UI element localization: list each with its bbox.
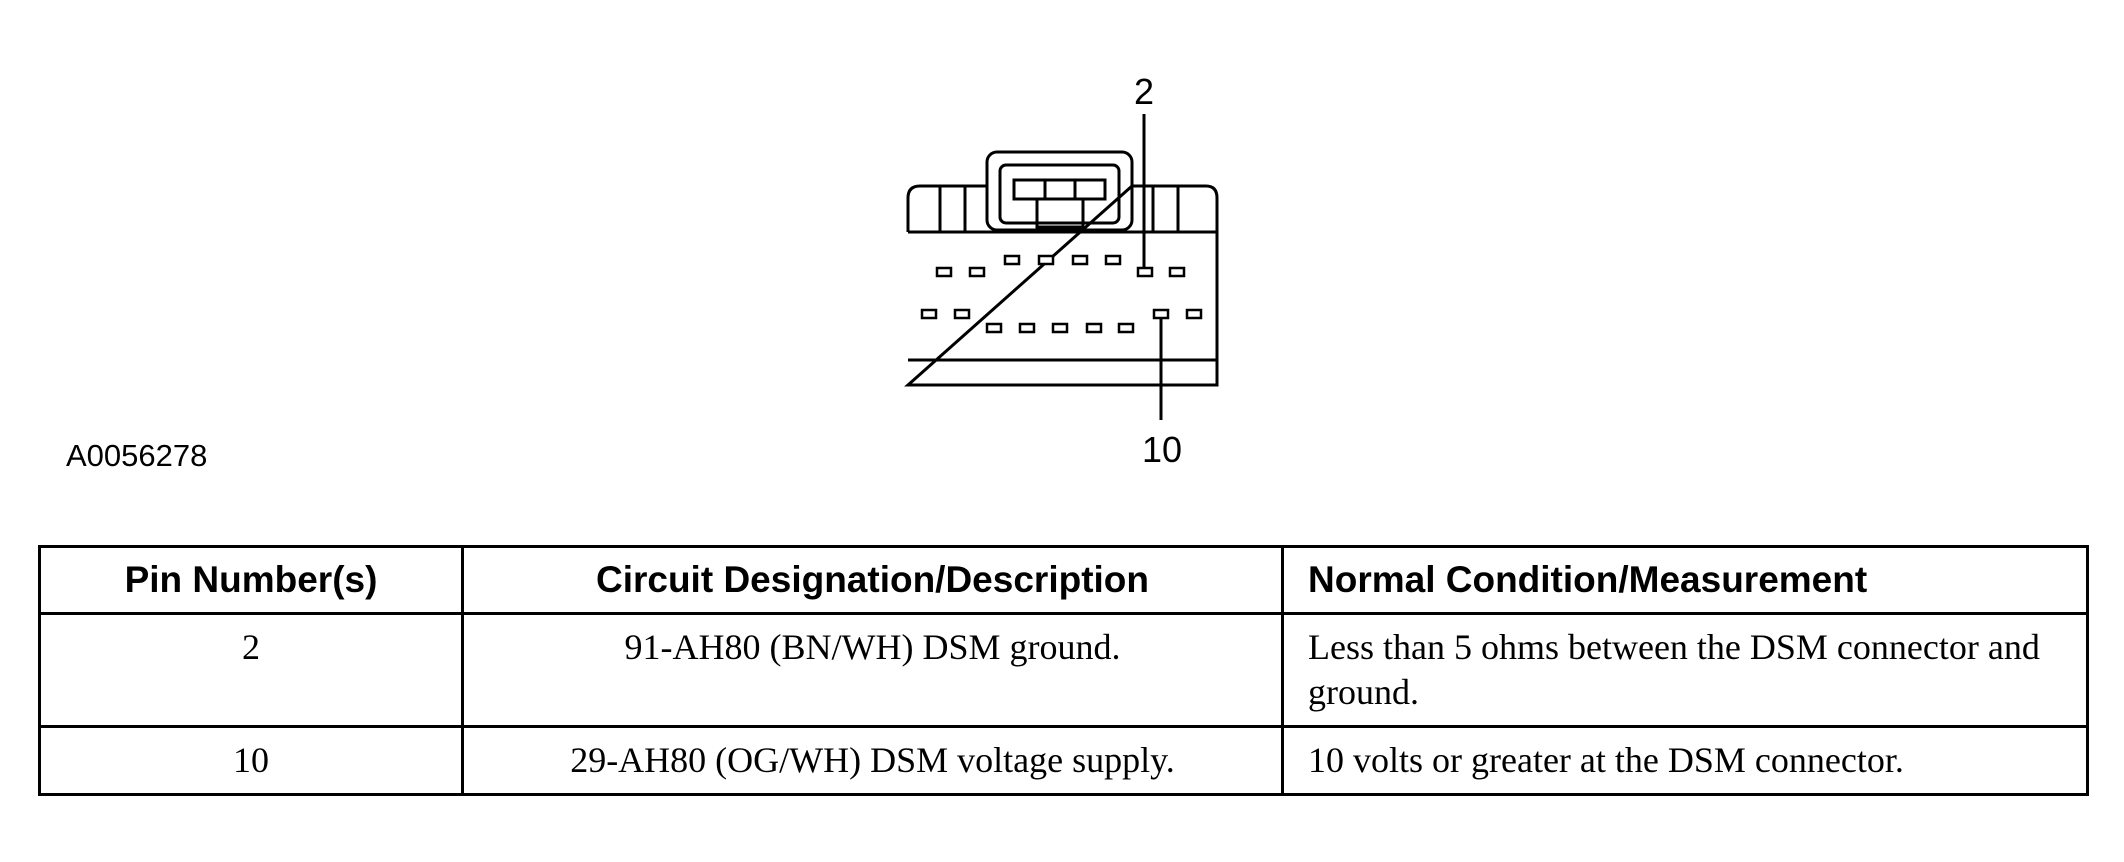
cell-condition: Less than 5 ohms between the DSM connect… [1281, 612, 2089, 728]
figure-id: A0056278 [66, 438, 208, 473]
latch-inner [998, 163, 1121, 225]
cell-condition: 10 volts or greater at the DSM connector… [1281, 725, 2089, 796]
pin-cavity [1104, 254, 1122, 266]
latch-tab [1035, 197, 1085, 229]
header-pin-numbers: Pin Number(s) [38, 545, 464, 615]
pin-cavity [1051, 322, 1069, 334]
callout-pin-10: 10 [1142, 429, 1182, 470]
table-header-row: Pin Number(s) Circuit Designation/Descri… [38, 545, 2089, 615]
pin-cavity [1085, 322, 1103, 334]
pin-cavity [985, 322, 1003, 334]
pin-cavity [920, 308, 938, 320]
callout-pin-2: 2 [1134, 71, 1154, 112]
table-row: 2 91-AH80 (BN/WH) DSM ground. Less than … [38, 612, 2089, 728]
pin-cavity [953, 308, 971, 320]
pin-cavity [1018, 322, 1036, 334]
cell-pin: 2 [38, 612, 464, 728]
pin-cavity [968, 266, 986, 278]
pin-cavity [1003, 254, 1021, 266]
pin-cavity [1185, 308, 1203, 320]
cell-pin: 10 [38, 725, 464, 796]
pin-spec-table: Pin Number(s) Circuit Designation/Descri… [38, 545, 2089, 796]
pin-cavity [1168, 266, 1186, 278]
pin-cavity [1071, 254, 1089, 266]
pin-cavities [920, 254, 1203, 334]
pin-cavity-2 [1136, 266, 1154, 278]
cell-circuit: 91-AH80 (BN/WH) DSM ground. [461, 612, 1284, 728]
table-row: 10 29-AH80 (OG/WH) DSM voltage supply. 1… [38, 725, 2089, 796]
pin-cavity [1117, 322, 1135, 334]
header-circuit-description: Circuit Designation/Description [461, 545, 1284, 615]
latch-housing [985, 150, 1134, 232]
pin-cavity [935, 266, 953, 278]
connector-body [904, 184, 1219, 387]
latch-slot [1012, 178, 1107, 201]
connector-face [904, 150, 1219, 387]
pin-cavity-10 [1152, 308, 1170, 320]
cell-circuit: 29-AH80 (OG/WH) DSM voltage supply. [461, 725, 1284, 796]
connector-diagram: 2 10 [904, 71, 1219, 470]
pin-cavity [1037, 254, 1055, 266]
header-normal-condition: Normal Condition/Measurement [1281, 545, 2089, 615]
